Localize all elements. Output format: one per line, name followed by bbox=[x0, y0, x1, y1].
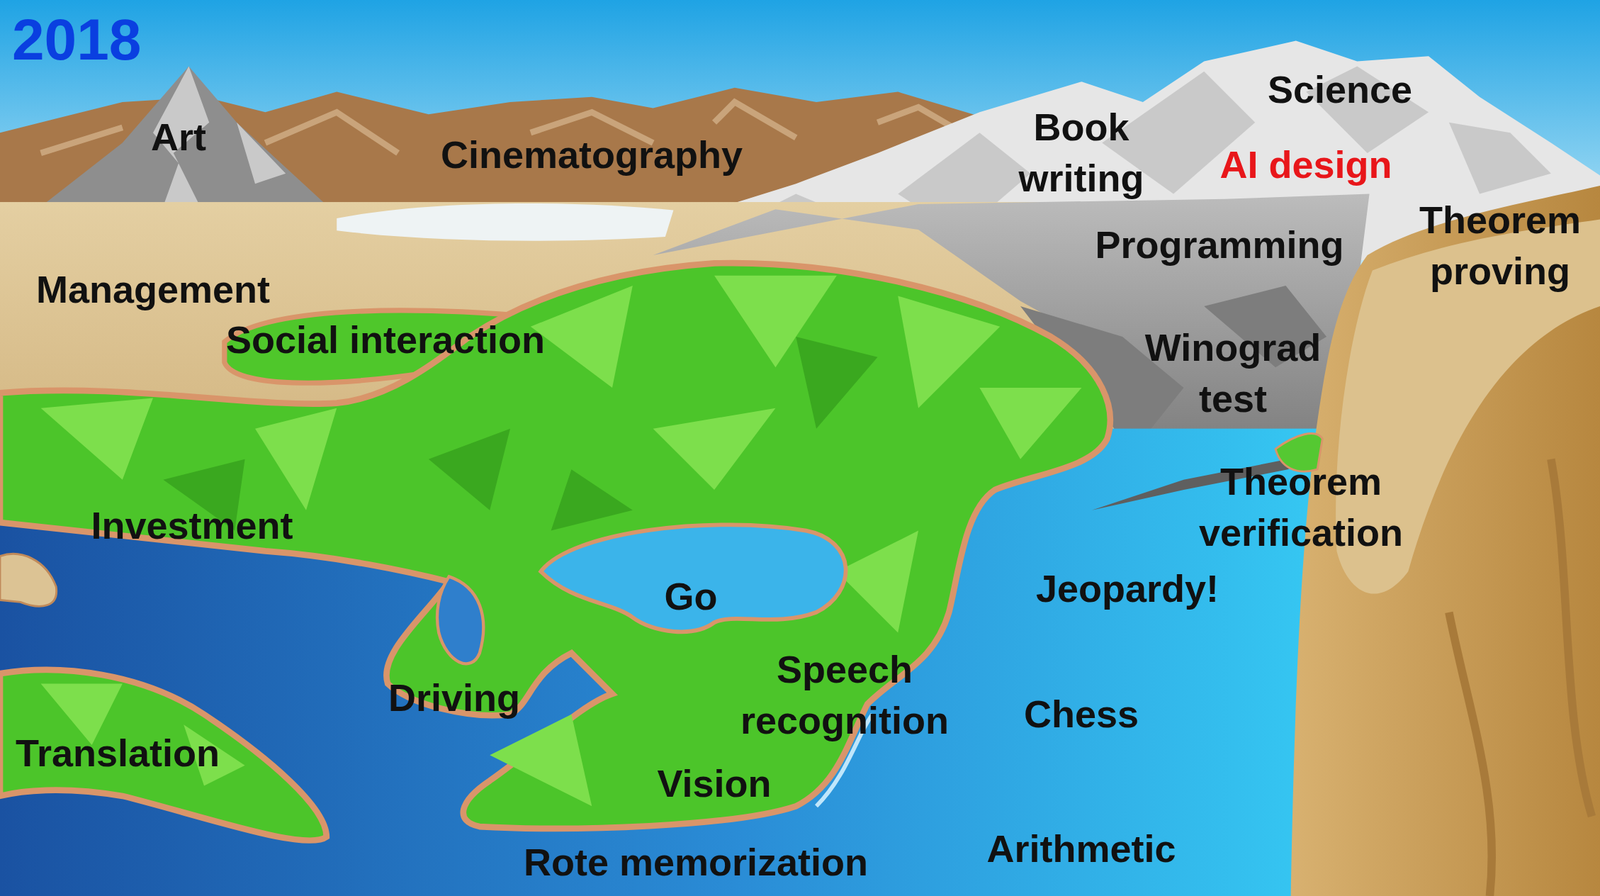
region-label: Cinematography bbox=[440, 129, 743, 181]
region-label: Programming bbox=[1094, 219, 1344, 271]
region-label: Vision bbox=[656, 758, 771, 810]
region-label: Arithmetic bbox=[986, 823, 1176, 875]
region-label: Speech recognition bbox=[733, 644, 957, 747]
region-label: Translation bbox=[15, 727, 220, 779]
region-label: Rote memorization bbox=[523, 836, 869, 888]
region-label: Theorem verification bbox=[1193, 456, 1410, 559]
region-label: Book writing bbox=[1009, 102, 1155, 205]
year-title: 2018 bbox=[12, 6, 142, 73]
region-label: Theorem proving bbox=[1415, 194, 1586, 297]
region-label: Chess bbox=[1023, 688, 1139, 740]
region-label: Art bbox=[150, 111, 207, 163]
region-label: Investment bbox=[90, 500, 293, 552]
region-label: Go bbox=[664, 571, 718, 623]
region-label: Driving bbox=[388, 672, 521, 724]
region-label: Social interaction bbox=[226, 314, 545, 366]
region-label: Science bbox=[1267, 64, 1413, 116]
region-label: AI design bbox=[1219, 139, 1392, 191]
region-label: Jeopardy! bbox=[1035, 563, 1219, 615]
region-label: Management bbox=[36, 264, 270, 316]
region-label: Winograd test bbox=[1140, 322, 1326, 425]
